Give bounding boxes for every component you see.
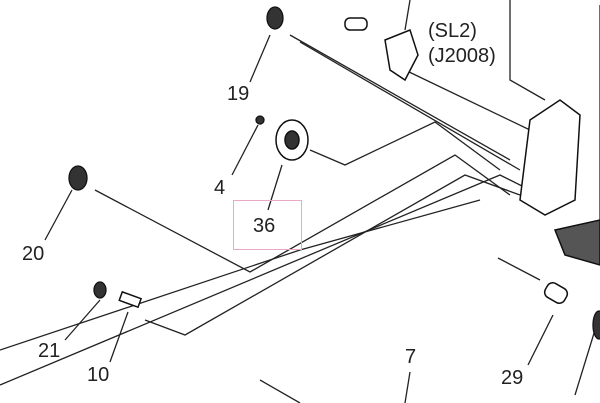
part-29 — [543, 282, 569, 304]
sensor-sl2 — [384, 29, 419, 82]
leader-line — [144, 174, 521, 336]
callout-leader — [109, 311, 129, 363]
label-sl2: (SL2) — [428, 20, 477, 42]
callout-20[interactable]: 20 — [22, 243, 45, 265]
callout-leader — [527, 314, 554, 366]
bracket-assembly — [519, 99, 581, 216]
part-21 — [93, 281, 107, 299]
callout-29[interactable]: 29 — [501, 367, 524, 389]
callout-leader — [64, 299, 101, 341]
leader-line — [309, 121, 501, 171]
connector-block — [553, 219, 600, 266]
leader-line — [299, 41, 521, 171]
callout-4[interactable]: 4 — [214, 177, 226, 199]
callout-leader — [574, 329, 596, 396]
leader-line — [289, 34, 511, 161]
part-10 — [118, 290, 143, 309]
callout-7[interactable]: 7 — [405, 346, 417, 368]
callout-leader — [267, 164, 283, 211]
callout-leader — [231, 124, 259, 176]
gear-27 — [592, 310, 600, 340]
leader-line — [497, 257, 541, 281]
highlight-box — [233, 200, 302, 250]
leader-line — [509, 0, 546, 101]
label-j2008: (J2008) — [428, 45, 496, 67]
callout-19[interactable]: 19 — [227, 83, 250, 105]
callout-leader — [404, 0, 411, 31]
callout-leader — [404, 371, 411, 403]
leader-line — [94, 154, 511, 273]
gear-20 — [68, 165, 88, 191]
part-4 — [255, 115, 265, 125]
callout-leader — [249, 34, 271, 83]
callout-leader — [44, 189, 73, 241]
callout-10[interactable]: 10 — [87, 364, 110, 386]
callout-21[interactable]: 21 — [38, 340, 61, 362]
leader-line — [404, 69, 531, 131]
callout-36[interactable]: 36 — [253, 215, 276, 237]
frame-line — [0, 199, 481, 351]
screw — [344, 17, 368, 31]
gear-19 — [266, 6, 284, 30]
frame-line — [259, 379, 301, 403]
